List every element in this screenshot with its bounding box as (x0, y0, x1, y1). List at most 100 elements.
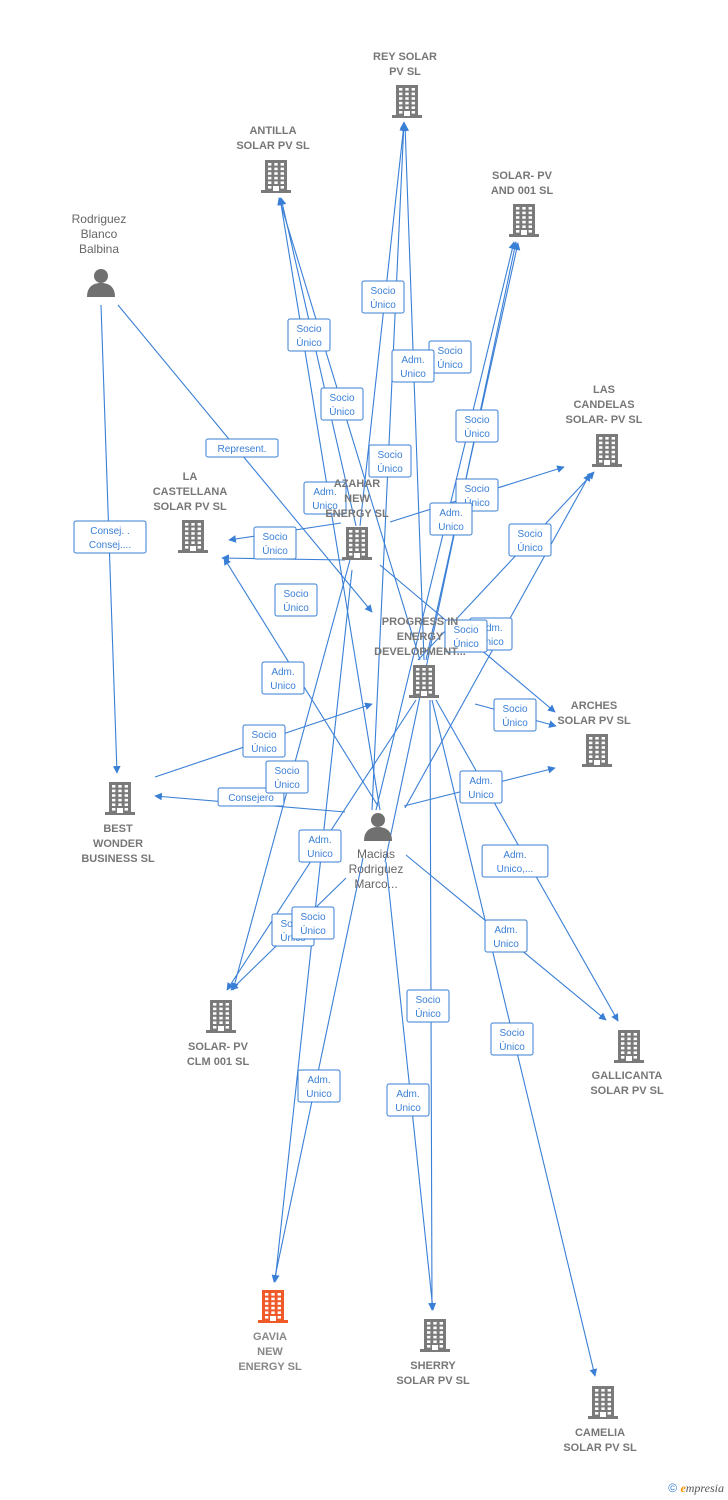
edge-label-text: Unico (478, 637, 504, 648)
edge-label-text: Unico (493, 939, 519, 950)
node-label: SOLAR PV SL (557, 715, 631, 727)
node-label: GAVIA (253, 1331, 287, 1343)
node-label: SOLAR PV SL (236, 140, 310, 152)
person-icon[interactable] (87, 269, 115, 297)
building-icon[interactable] (420, 1319, 450, 1352)
node-label: WONDER (93, 838, 143, 850)
node-macias[interactable]: MaciasRodriguezMarco... (349, 813, 404, 891)
edge-label-text: Adm. (396, 1089, 419, 1100)
node-antilla[interactable]: ANTILLA SOLAR PV SL (236, 125, 310, 193)
building-icon[interactable] (258, 1290, 288, 1323)
edge-label-box (481, 844, 549, 878)
building-icon[interactable] (178, 520, 208, 553)
edge-label-box (253, 526, 297, 560)
node-camelia[interactable]: CAMELIA SOLAR PV SL (563, 1386, 637, 1454)
edge-label-text: Socio (329, 393, 354, 404)
edge-label-text: Adm. (307, 1075, 330, 1086)
edge-label-text: Socio (370, 286, 395, 297)
edge-label[interactable]: Adm.Unico (484, 919, 528, 953)
building-icon[interactable] (614, 1030, 644, 1063)
edge-label-text: Adm. (308, 835, 331, 846)
node-label: SOLAR PV SL (396, 1375, 470, 1387)
edge-label-text: Adm. (401, 355, 424, 366)
building-icon[interactable] (509, 204, 539, 237)
edge-label-text: Único (453, 637, 479, 650)
node-progress[interactable]: PROGRESS INENERGYDEVELOPMENT... (374, 616, 466, 698)
edge-label-box (386, 1083, 430, 1117)
edge-label[interactable]: Adm.Unico (459, 770, 503, 804)
building-icon[interactable] (342, 527, 372, 560)
edge-label[interactable]: Adm.Unico (297, 1069, 341, 1103)
building-icon[interactable] (409, 665, 439, 698)
edge-label[interactable]: Adm.Unico (391, 349, 435, 383)
node-label: ANTILLA (249, 125, 296, 137)
edge-label-box (368, 444, 412, 478)
node-label: CAMELIA (575, 1427, 625, 1439)
node-label: ENERGY (397, 631, 444, 643)
building-icon[interactable] (261, 160, 291, 193)
edge-label-text: Único (262, 544, 288, 557)
edge-label[interactable]: Represent. (205, 438, 279, 458)
edge-label-text: Socio (283, 589, 308, 600)
building-icon[interactable] (206, 1000, 236, 1033)
relationship-edge (425, 242, 521, 661)
edge-label[interactable]: Adm.Unico (261, 661, 305, 695)
edge-label-text: Adm. (469, 776, 492, 787)
edge-label[interactable]: Adm.Unico (386, 1083, 430, 1117)
building-icon[interactable] (588, 1386, 618, 1419)
edge-label[interactable]: Adm.Unico,... (481, 844, 549, 878)
edge-label[interactable]: Adm.Unico (303, 481, 347, 515)
relationship-edge (277, 197, 421, 661)
building-icon[interactable] (105, 782, 135, 815)
building-icon[interactable] (592, 434, 622, 467)
node-label: SOLAR PV SL (563, 1442, 637, 1454)
edge-label-text: Socio (300, 912, 325, 923)
person-icon[interactable] (364, 813, 392, 841)
edge-label-box (298, 829, 342, 863)
edge-label[interactable]: Consej. .Consej.... (73, 520, 147, 554)
node-label: SOLAR- PV (188, 1041, 249, 1053)
node-label: SOLAR- PV (492, 170, 553, 182)
node-label: CASTELLANA (153, 486, 228, 498)
node-label: GALLICANTA (592, 1070, 663, 1082)
edge-label-text: Único (370, 298, 396, 311)
node-label: ENERGY SL (325, 508, 389, 520)
edge-label-text: Socio (464, 484, 489, 495)
building-icon[interactable] (392, 85, 422, 118)
edge-label-box (490, 1022, 534, 1056)
edge-label[interactable]: Adm.Unico (429, 502, 473, 536)
edge-label-text: Socio (377, 450, 402, 461)
edge-label-box (274, 583, 318, 617)
brand-logo[interactable]: empresia (680, 1481, 724, 1495)
building-icon[interactable] (582, 734, 612, 767)
edge-label[interactable]: Adm.Unico (298, 829, 342, 863)
